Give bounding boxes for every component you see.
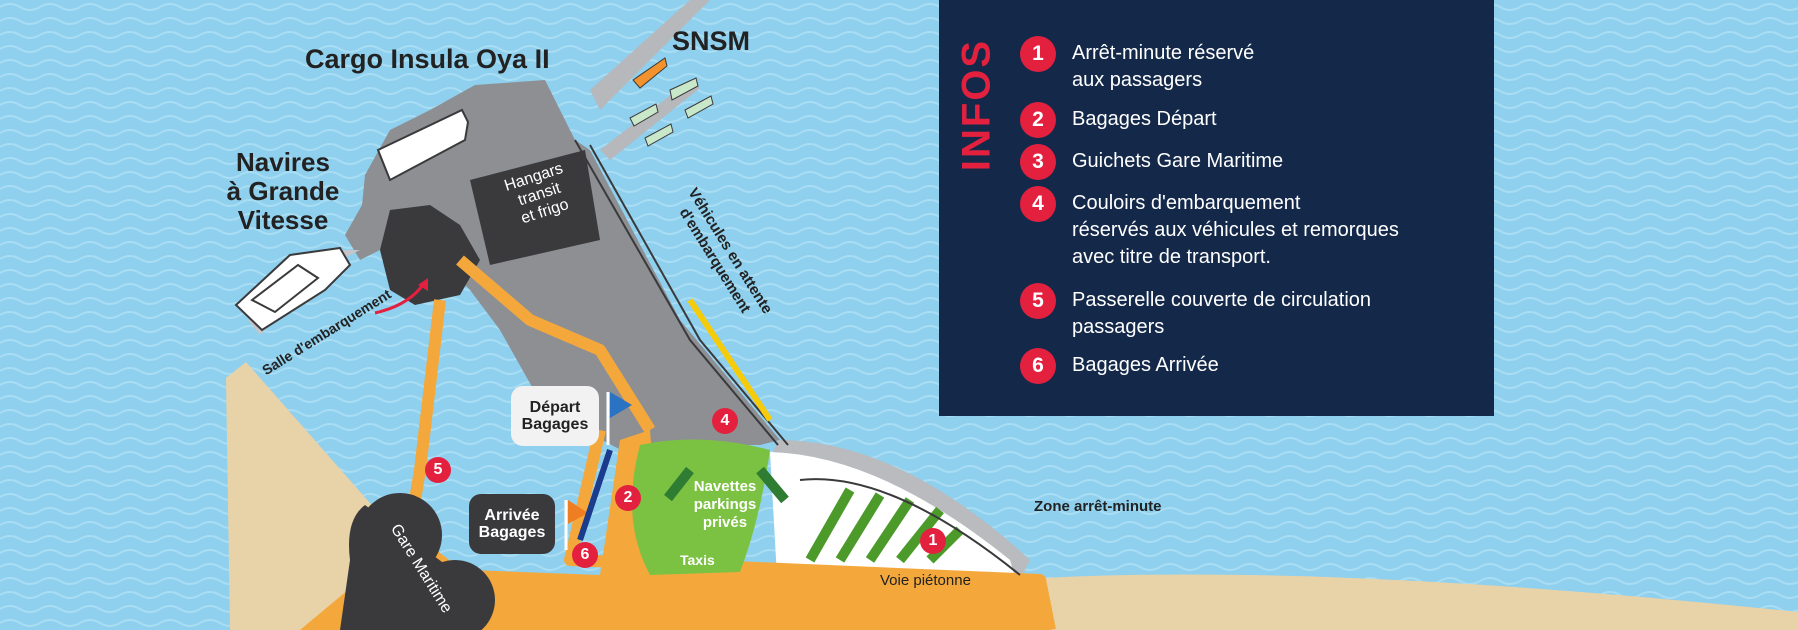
- embarkation-arrowhead: [418, 278, 428, 291]
- info-number: 6: [1020, 348, 1056, 384]
- info-item: 2 Bagages Départ: [1020, 102, 1217, 138]
- gare-maritime-building: [340, 493, 495, 630]
- info-text: Bagages Départ: [1072, 108, 1217, 130]
- map-marker-4: 4: [712, 408, 738, 434]
- map-marker-5: 5: [425, 457, 451, 483]
- map-marker-2: 2: [615, 485, 641, 511]
- arrival-flag: [564, 500, 588, 550]
- terminal-building: [380, 205, 480, 305]
- map-marker-6: 6: [572, 542, 598, 568]
- info-number: 2: [1020, 102, 1056, 138]
- label-arrivee-bagages: Arrivée Bagages: [478, 507, 546, 541]
- info-number: 4: [1020, 186, 1056, 222]
- label-navettes: Navettes parkings privés: [693, 478, 757, 531]
- ship-ngv: [234, 246, 352, 332]
- snsm-boats: [629, 57, 714, 147]
- vehicle-lane-line: [589, 144, 789, 446]
- info-text: Guichets Gare Maritime: [1072, 150, 1284, 172]
- info-item: 6 Bagages Arrivée: [1020, 348, 1219, 384]
- arrival-bagages-box: Arrivée Bagages: [469, 494, 555, 554]
- info-number: 3: [1020, 144, 1056, 180]
- info-item: 4 Couloirs d'embarquement réservés aux v…: [1020, 186, 1399, 271]
- info-item: 5 Passerelle couverte de circulation pas…: [1020, 283, 1371, 341]
- label-voie: Voie piétonne: [880, 572, 971, 589]
- info-number: 5: [1020, 283, 1056, 319]
- info-text: Passerelle couverte de circulation passa…: [1072, 289, 1372, 338]
- label-zone: Zone arrêt-minute: [1034, 498, 1162, 515]
- departure-bagages-box: Départ Bagages: [511, 386, 599, 446]
- infos-title: INFOS: [954, 38, 999, 172]
- info-text: Couloirs d'embarquement réservés aux véh…: [1072, 192, 1399, 268]
- info-text: Bagages Arrivée: [1072, 354, 1219, 376]
- label-navires: Navires à Grande Vitesse: [226, 147, 340, 235]
- hangars-building: [470, 150, 600, 265]
- label-snsm: SNSM: [672, 26, 751, 56]
- bagage-lane: [577, 449, 613, 541]
- label-cargo: Cargo Insula Oya II: [305, 44, 550, 74]
- vehicle-lane-line: [574, 139, 779, 446]
- info-item: 1 Arrêt-minute réservé aux passagers: [1020, 36, 1254, 94]
- label-depart-bagages: Départ Bagages: [521, 399, 589, 433]
- map-marker-1: 1: [920, 528, 946, 554]
- departure-flag: [606, 392, 632, 445]
- info-item: 3 Guichets Gare Maritime: [1020, 144, 1283, 180]
- navettes-parking: [632, 439, 789, 575]
- infos-title-text: INFOS: [954, 38, 999, 172]
- label-taxis: Taxis: [680, 552, 715, 568]
- info-number: 1: [1020, 36, 1056, 72]
- vehicle-waiting-lane: [687, 298, 773, 422]
- info-text: Arrêt-minute réservé aux passagers: [1072, 42, 1255, 91]
- ship-cargo: [376, 108, 470, 182]
